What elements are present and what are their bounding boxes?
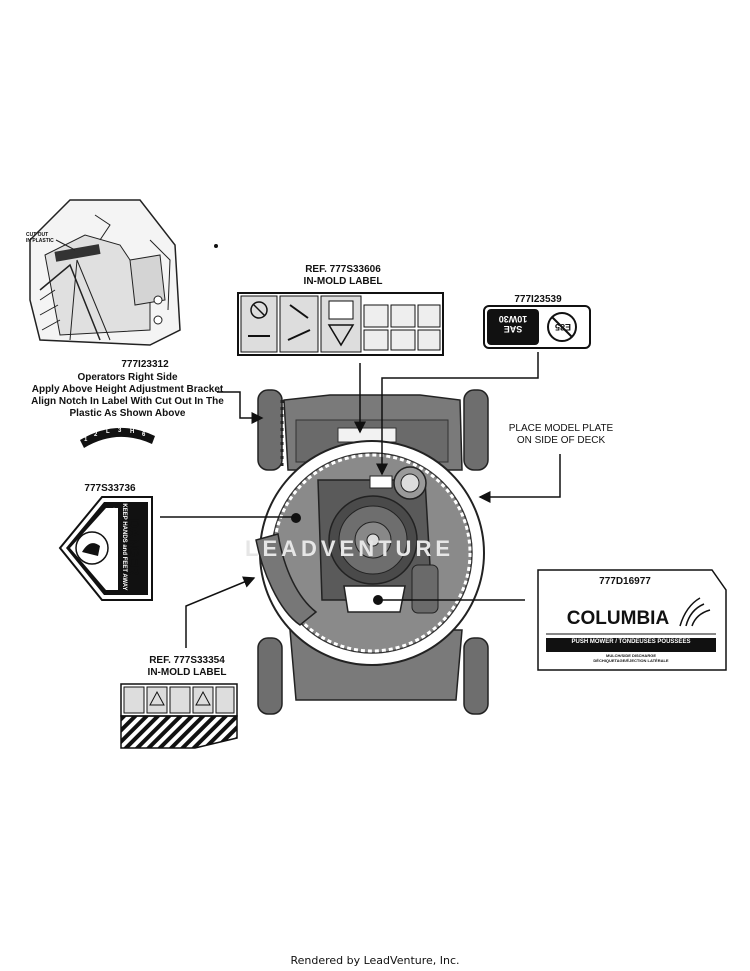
footer-credit: Rendered by LeadVenture, Inc. — [290, 954, 460, 967]
mower-illustration — [255, 389, 489, 715]
danger-part-number: 777S33736 — [84, 483, 136, 494]
height-adjust-part-number: 777I23312 — [121, 359, 169, 370]
height-scale-mark: 3 — [118, 428, 122, 434]
leader-lines — [160, 352, 561, 648]
danger-label-graphic — [58, 496, 153, 601]
top-inmold-ref: REF. 777S33606 IN-MOLD LABEL — [303, 264, 383, 287]
height-scale-mark: H — [130, 429, 135, 435]
model-plate-note: PLACE MODEL PLATE ON SIDE OF DECK — [508, 423, 614, 446]
columbia-plate-graphic — [537, 569, 727, 671]
height-adjust-instructions: Operators Right Side Apply Above Height … — [31, 372, 224, 419]
height-scale-mark: L — [106, 429, 110, 435]
bottom-inmold-label-graphic — [120, 683, 238, 749]
oil-label-part-number: 777I23539 — [514, 294, 562, 305]
cutout-note: CUT OUT IN PLASTIC — [26, 232, 54, 244]
height-scale-mark: 1 — [84, 437, 88, 443]
height-scale-marks: 1 2 L 3 H 6 — [84, 428, 154, 443]
columbia-part-number: 777D16977 — [599, 576, 651, 587]
height-adjust-bracket-illustration — [29, 199, 181, 346]
oil-label-e85: E85 — [555, 322, 572, 332]
height-scale-label — [80, 427, 155, 448]
height-scale-mark: 2 — [94, 432, 98, 438]
top-inmold-label-graphic — [237, 292, 444, 356]
columbia-mulch: MULCH/SIDE DISCHARGE — [605, 653, 656, 658]
danger-small-print: CONTACT WITH BLADE CAN CAUSE SERIOUS INJ… — [112, 507, 116, 587]
height-scale-mark: 6 — [142, 432, 146, 438]
bottom-inmold-ref: REF. 777S33354 IN-MOLD LABEL — [147, 655, 227, 678]
oil-label-graphic — [483, 305, 591, 349]
oil-label-sae: SAE 10W30 — [498, 314, 528, 334]
columbia-brand: COLUMBIA — [566, 608, 670, 629]
columbia-mulch-fr: DÉCHIQUETAGE/ÉJECTION LATÉRALE — [593, 658, 669, 663]
watermark: LEADVENTURE — [245, 536, 455, 561]
columbia-push-mower: PUSH MOWER / TONDEUSES POUSSÉES — [571, 639, 691, 645]
